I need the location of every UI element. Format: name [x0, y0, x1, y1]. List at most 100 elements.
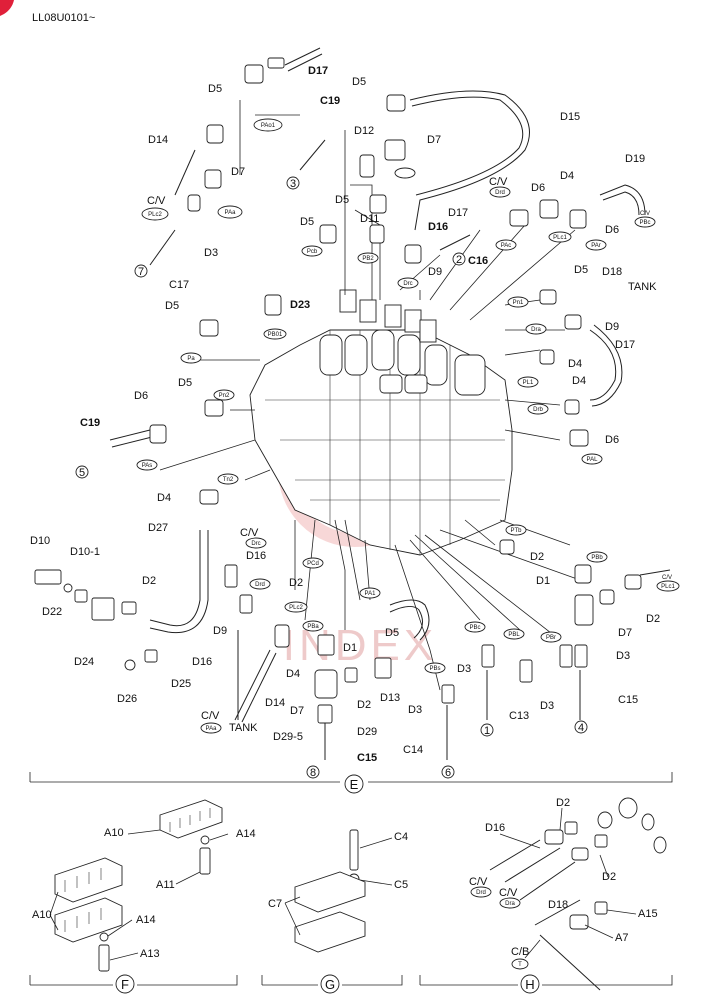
label-c19-a: C19: [320, 95, 340, 107]
tag-pal: [581, 453, 603, 465]
hoses: [109, 47, 671, 760]
tag-drc-b-label: Drc: [251, 541, 260, 547]
tag-pl1-label: PL1: [523, 380, 534, 386]
label-c13: C13: [509, 710, 529, 722]
section-h-parts: D2 D16 D2 C/V C/V D18 A15 A7 C/B H: [419, 797, 673, 994]
hose-d27-b: [149, 530, 209, 634]
label-d27: D27: [148, 522, 168, 534]
label-d23: D23: [290, 299, 310, 311]
tag-dra: [525, 323, 547, 335]
hose-d16: [439, 234, 471, 251]
hose-right-top: [639, 569, 671, 576]
label-d1-b: D1: [343, 642, 357, 654]
label-d13: D13: [380, 692, 400, 704]
label-a15: A15: [638, 908, 658, 920]
tag-ptb-label: PTb: [510, 528, 522, 534]
label-d11: D11: [360, 213, 379, 225]
marker-4: 4: [578, 722, 584, 734]
label-d7-c: D7: [618, 627, 632, 639]
label-d6-b: D6: [605, 224, 619, 236]
hose-d19: [599, 184, 646, 216]
label-d2-b: D2: [289, 577, 303, 589]
tag-pbc: [464, 621, 486, 633]
label-d3-d: D3: [408, 704, 422, 716]
label-d29-5: D29-5: [273, 731, 303, 743]
hose-d15: [409, 90, 530, 231]
hose-d14-bottom: [234, 649, 271, 721]
label-d14-b: D14: [265, 697, 285, 709]
label-d4-b: D4: [568, 358, 582, 370]
label-d5-g: D5: [178, 377, 192, 389]
tag-tn2-label: Tn2: [223, 477, 234, 483]
port-leaders: [159, 100, 581, 691]
label-d10: D10: [30, 535, 50, 547]
label-d16-d: D16: [485, 822, 505, 834]
tag-drd-b-label: Drd: [255, 582, 265, 588]
label-d4-c: D4: [572, 375, 586, 387]
tag-pbs: [424, 662, 446, 674]
tag-pac-label: PAc: [501, 243, 512, 249]
label-d3-b: D3: [457, 663, 471, 675]
label-c14: C14: [403, 744, 423, 756]
hose-d15-b: [411, 96, 524, 196]
label-d16-a: D16: [428, 221, 448, 233]
label-d2-d: D2: [646, 613, 660, 625]
label-d10-1: D10-1: [70, 546, 100, 558]
label-c15-b: C15: [357, 752, 377, 764]
label-d9-a: D9: [428, 266, 442, 278]
hose-d17-right-b: [591, 324, 623, 407]
label-d18-a: D18: [602, 266, 622, 278]
label-a13: A13: [140, 948, 160, 960]
tag-plc2: [141, 207, 169, 221]
hose-d14-bottom-b: [241, 652, 277, 723]
hose-reference-markers: 3 2 7 5 1 4 8 6: [75, 176, 588, 779]
label-a11: A11: [156, 879, 175, 891]
label-a10-a: A10: [104, 827, 124, 839]
label-a14-a: A14: [236, 828, 256, 840]
tag-pcd-label: PCd: [307, 561, 319, 567]
port-tags: PAo1 PLc2 PAa Drd PBc Pcb PB2 PAc PLc1 P…: [136, 118, 680, 970]
tag-drd-a: [489, 186, 511, 198]
tag-pcb: [301, 245, 323, 257]
tag-pcd: [302, 557, 324, 569]
corner-badge: [0, 0, 14, 16]
tag-pn1: [507, 296, 529, 308]
tag-pba-label: PBa: [307, 624, 319, 630]
label-cv-c: C/V: [240, 527, 259, 539]
tag-pb2: [357, 252, 379, 264]
tag-pa1: [359, 587, 381, 599]
tag-pbb: [586, 551, 608, 563]
label-d19: D19: [625, 153, 645, 165]
tag-dra-b: [499, 897, 521, 909]
tag-pab: [394, 167, 416, 179]
label-d2-c: D2: [530, 551, 544, 563]
label-d17-c: D17: [615, 339, 635, 351]
control-valve-block: [249, 289, 513, 556]
tag-drc-a: [397, 277, 419, 289]
tag-drb: [527, 403, 549, 415]
tag-paa-b: [200, 722, 222, 734]
tag-pbc-top-label: PBc: [639, 220, 650, 226]
marker-7: 7: [138, 266, 144, 278]
tag-plc2-label: PLc2: [148, 212, 162, 218]
label-cb: C/B: [511, 946, 529, 958]
label-d6-a: D6: [531, 182, 545, 194]
marker-8: 8: [310, 767, 316, 779]
tag-pao1-label: PAo1: [261, 123, 276, 129]
label-c17: C17: [169, 279, 189, 291]
label-cv-e: C/V: [201, 710, 220, 722]
tag-paa-b-label: PAa: [206, 726, 218, 732]
label-d29: D29: [357, 726, 377, 738]
tag-pbl-label: PBL: [508, 632, 520, 638]
tag-plc1-b-label: PLc1: [661, 584, 675, 590]
tag-pbc-top: [634, 216, 656, 228]
label-d7-a: D7: [427, 134, 441, 146]
label-d7-b: D7: [231, 166, 245, 178]
tag-pb01-label: PB01: [268, 332, 283, 338]
tag-pbb-label: PBb: [591, 555, 603, 561]
label-d1-a: D1: [536, 575, 550, 587]
label-d7-d: D7: [290, 705, 304, 717]
tag-drd-c: [470, 886, 492, 898]
tag-pal-label: PAL: [587, 457, 599, 463]
